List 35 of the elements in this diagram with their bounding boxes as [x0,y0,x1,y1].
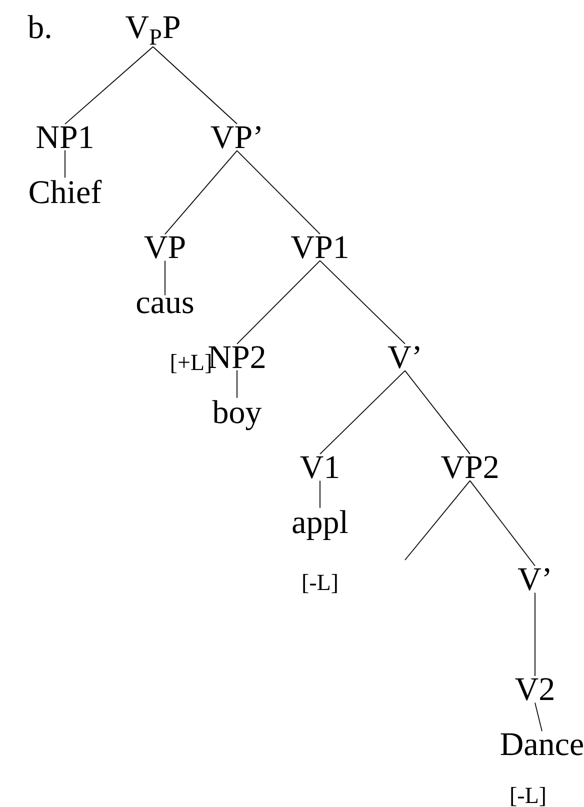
tree-label: VP [144,236,185,258]
word-label: boy [212,400,262,430]
feature-label: [+L] [172,354,210,374]
tree-label: VP1 [291,236,348,258]
branch-line [164,260,166,296]
branch-line [236,150,320,234]
tree-label: NP2 [208,346,264,368]
word-label: caus [136,297,194,314]
word-label: Chief [30,180,102,204]
branch-line [236,370,238,398]
branch-line [64,46,154,124]
branch-line [164,150,238,235]
branch-line [64,150,66,178]
example-letter: b. [28,15,50,38]
tree-label: V’ [518,568,550,590]
branch-line [534,702,542,732]
tree-label: VP’ [210,126,260,149]
tree-label: V2 [515,678,554,700]
branch-line [404,370,470,454]
tree-label: VP2 [441,456,498,478]
tree-label: V$_{P}$P [126,16,180,45]
feature-label: [-L] [303,574,337,594]
feature-label: [-L] [511,787,545,806]
branch-line [320,370,406,454]
word-label: appl [292,510,348,540]
branch-line [152,46,238,124]
tree-label: V’ [388,346,420,368]
branch-line [534,592,536,676]
word-label: Dance [500,733,583,756]
branch-line [236,260,320,344]
branch-line [470,480,536,566]
branch-line [404,480,470,560]
tree-label: NP1 [36,126,92,148]
tree-label: V1 [300,456,338,478]
branch-line [320,260,406,344]
